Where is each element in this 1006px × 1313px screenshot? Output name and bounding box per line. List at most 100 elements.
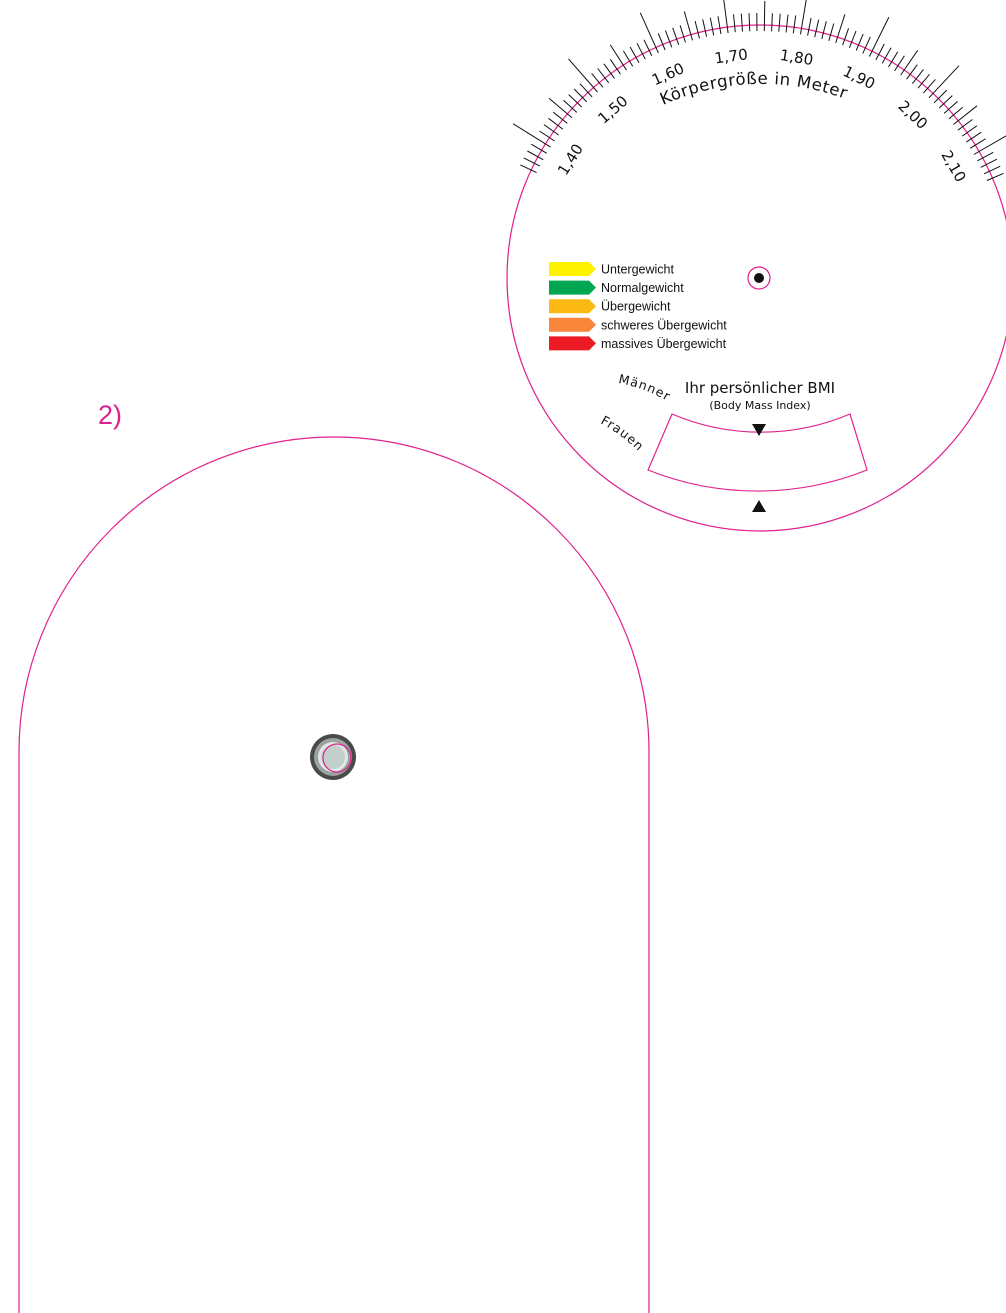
scale-tick xyxy=(740,13,743,32)
scale-tick xyxy=(530,143,548,154)
scale-tick xyxy=(548,98,573,119)
scale-tick xyxy=(763,0,766,32)
scale-tick xyxy=(966,131,982,143)
scale-tick xyxy=(785,14,789,33)
scale-tick xyxy=(672,27,680,45)
scale-tick xyxy=(579,83,593,98)
scale-tick xyxy=(563,99,578,113)
height-scale-ticks xyxy=(512,0,1006,181)
scale-tick xyxy=(928,65,960,99)
scale-tick xyxy=(573,88,588,103)
scale-tick xyxy=(552,111,568,124)
scale-tick xyxy=(636,43,646,60)
scale-tick xyxy=(792,15,797,34)
scale-label: 1,40 xyxy=(554,141,587,179)
legend-item: massives Übergewicht xyxy=(549,336,727,351)
scale-tick xyxy=(807,17,812,36)
legend-label: Übergewicht xyxy=(601,300,671,314)
scale-tick xyxy=(983,165,1001,175)
legend-item: schweres Übergewicht xyxy=(549,317,727,332)
scale-tick xyxy=(591,73,604,88)
scale-tick xyxy=(694,20,700,39)
scale-tick xyxy=(629,46,640,63)
scale-tick xyxy=(948,106,964,120)
legend-item: Übergewicht xyxy=(549,299,671,314)
scale-tick xyxy=(603,63,615,79)
bmi-subtitle: (Body Mass Index) xyxy=(709,399,810,412)
scale-tick xyxy=(523,157,541,167)
scale-tick xyxy=(881,47,892,64)
scale-label: 1,80 xyxy=(779,46,815,69)
scale-tick xyxy=(748,13,751,32)
scale-tick xyxy=(664,30,673,48)
legend-swatch xyxy=(549,336,596,351)
scale-tick xyxy=(778,13,781,32)
scale-tick xyxy=(868,16,890,57)
scale-tick xyxy=(539,130,555,142)
men-label-text: Männer xyxy=(617,371,672,404)
scale-tick xyxy=(657,33,666,51)
legend-swatch xyxy=(549,299,596,314)
scale-tick xyxy=(835,14,846,44)
men-pointer-icon xyxy=(752,424,766,436)
scale-label: 2,00 xyxy=(894,97,931,133)
scale-tick xyxy=(888,51,899,68)
bmi-result-window xyxy=(647,413,868,492)
scale-tick xyxy=(679,25,686,43)
scale-tick xyxy=(733,14,736,33)
scale-tick xyxy=(961,125,978,137)
scale-tick xyxy=(938,95,953,109)
scale-tick xyxy=(622,50,634,67)
scale-tick xyxy=(771,13,773,32)
scale-tick xyxy=(986,172,1004,181)
women-label: Frauen xyxy=(599,412,648,453)
scale-label: 2,10 xyxy=(937,147,969,185)
scale-tick xyxy=(894,55,905,72)
legend-label: massives Übergewicht xyxy=(601,337,727,351)
scale-tick xyxy=(957,119,973,131)
legend-label: schweres Übergewicht xyxy=(601,318,727,332)
scale-tick xyxy=(639,12,659,54)
scale-tick xyxy=(512,123,551,148)
scale-tick xyxy=(814,19,820,38)
men-label: Männer xyxy=(617,371,673,404)
scale-tick xyxy=(855,33,864,51)
scale-tick xyxy=(862,36,871,54)
scale-tick xyxy=(906,64,918,80)
scale-tick xyxy=(709,17,715,36)
base-card-outline xyxy=(18,436,650,1313)
scale-tick xyxy=(800,0,807,35)
scale-tick xyxy=(969,138,986,149)
women-pointer-icon xyxy=(752,500,766,512)
scale-tick xyxy=(568,94,583,108)
bmi-title: Ihr persönlicher BMI xyxy=(685,379,835,397)
step-label: 2) xyxy=(98,400,122,430)
legend-item: Untergewicht xyxy=(549,262,674,277)
scale-tick xyxy=(568,58,598,93)
legend-swatch xyxy=(549,280,596,295)
disc-outline xyxy=(506,24,1006,532)
scale-tick xyxy=(917,73,930,89)
scale-tick xyxy=(717,16,722,35)
scale-label: 1,50 xyxy=(594,92,631,128)
scale-tick xyxy=(543,124,559,136)
legend-label: Untergewicht xyxy=(601,263,674,277)
scale-tick xyxy=(875,43,885,61)
scale-tick xyxy=(848,30,857,48)
scale-tick xyxy=(980,158,998,168)
scale-tick xyxy=(643,39,653,57)
scale-tick xyxy=(609,59,621,75)
scale-tick xyxy=(548,117,564,130)
legend-item: Normalgewicht xyxy=(549,280,684,295)
scale-tick xyxy=(912,69,924,84)
scale-tick xyxy=(597,68,610,84)
pivot-rivet-icon xyxy=(310,734,356,780)
scale-tick xyxy=(520,164,537,174)
scale-tick xyxy=(977,151,994,162)
scale-tick xyxy=(900,50,919,76)
scale-tick xyxy=(933,89,948,104)
scale-tick xyxy=(923,79,936,94)
